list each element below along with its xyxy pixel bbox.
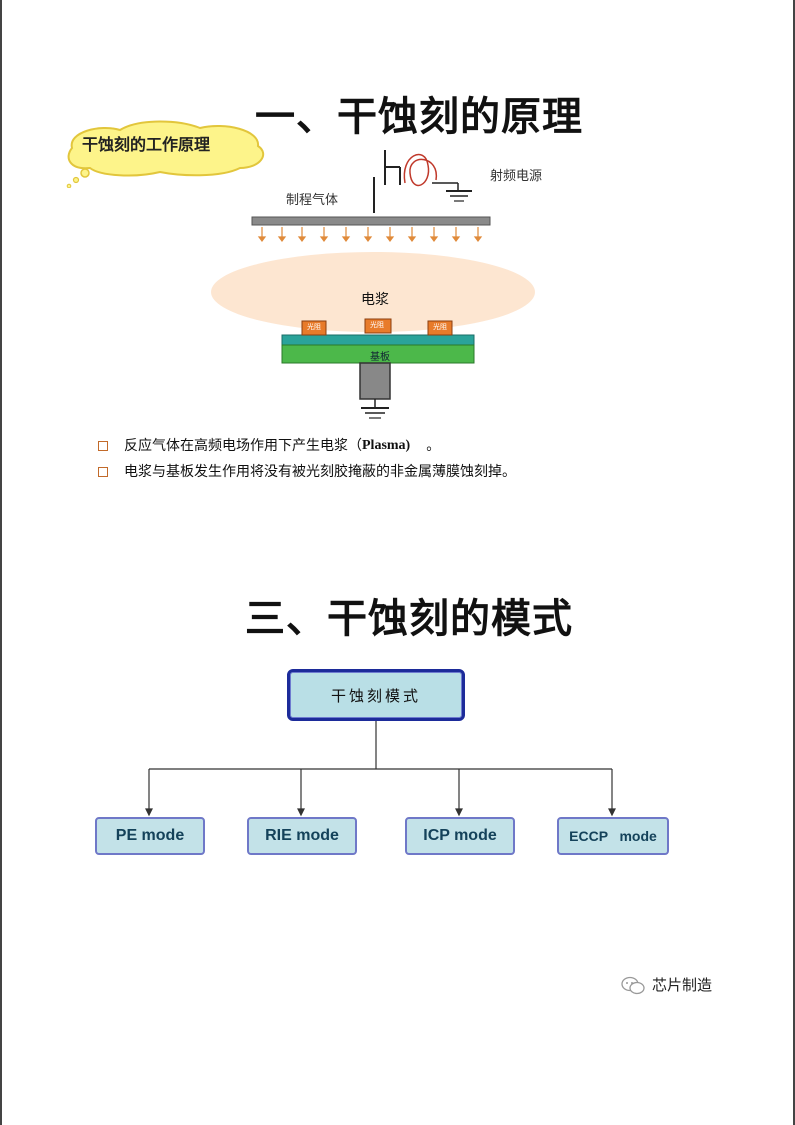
resist-label-left: 光阻 (307, 323, 321, 331)
checkbox-square-icon (98, 467, 108, 477)
mode-box-rie: RIE mode (247, 817, 357, 855)
page-right-border (793, 0, 795, 1125)
section-title-modes: 三、干蚀刻的模式 (245, 596, 573, 642)
checkbox-square-icon (98, 441, 108, 451)
bullet-text: 电浆与基板发生作用将没有被光刻胶掩蔽的非金属薄膜蚀刻掉。 (124, 464, 516, 480)
resist-label-right: 光阻 (433, 323, 447, 331)
callout-cloud: 干蚀刻的工作原理 (60, 118, 270, 189)
bullet-bold-term: Plasma) (362, 438, 411, 453)
mode-tree-diagram: 干蚀刻模式 PE mode RIE mode ICP mode ECCP mod… (0, 660, 795, 870)
tree-connectors (145, 721, 616, 817)
process-gas-label: 制程气体 (286, 193, 339, 208)
callout-text: 干蚀刻的工作原理 (82, 135, 211, 154)
watermark-text: 芯片制造 (652, 976, 713, 994)
resist-label-center: 光阻 (370, 321, 384, 329)
bullet-tail: 。 (426, 438, 441, 454)
etch-chamber-illustration (211, 150, 535, 419)
principle-bullets: 反应气体在高频电场作用下产生电浆（ Plasma) 。 电浆与基板发生作用将没有… (98, 433, 516, 485)
cloud-shape (66, 120, 265, 189)
substrate-label: 基板 (370, 352, 390, 363)
page-left-border (0, 0, 2, 1125)
bullet-text: 反应气体在高频电场作用下产生电浆（ (124, 438, 362, 454)
section-title-principle: 一、干蚀刻的原理 (255, 94, 583, 140)
mode-box-eccp: ECCP mode (557, 817, 669, 855)
mode-box-icp: ICP mode (405, 817, 515, 855)
plasma-label: 电浆 (361, 292, 389, 308)
bullet-item: 电浆与基板发生作用将没有被光刻胶掩蔽的非金属薄膜蚀刻掉。 (98, 459, 516, 485)
wechat-icon (621, 976, 645, 994)
dry-etch-diagram: 射频电源 制程气体 电浆 光阻 光阻 光阻 基板 (200, 145, 560, 430)
rf-power-label: 射频电源 (490, 169, 543, 184)
bullet-item: 反应气体在高频电场作用下产生电浆（ Plasma) 。 (98, 433, 516, 459)
source-watermark: 芯片制造 (620, 974, 712, 995)
mode-box-pe: PE mode (95, 817, 205, 855)
root-dry-etch-mode-box: 干蚀刻模式 (287, 669, 465, 721)
